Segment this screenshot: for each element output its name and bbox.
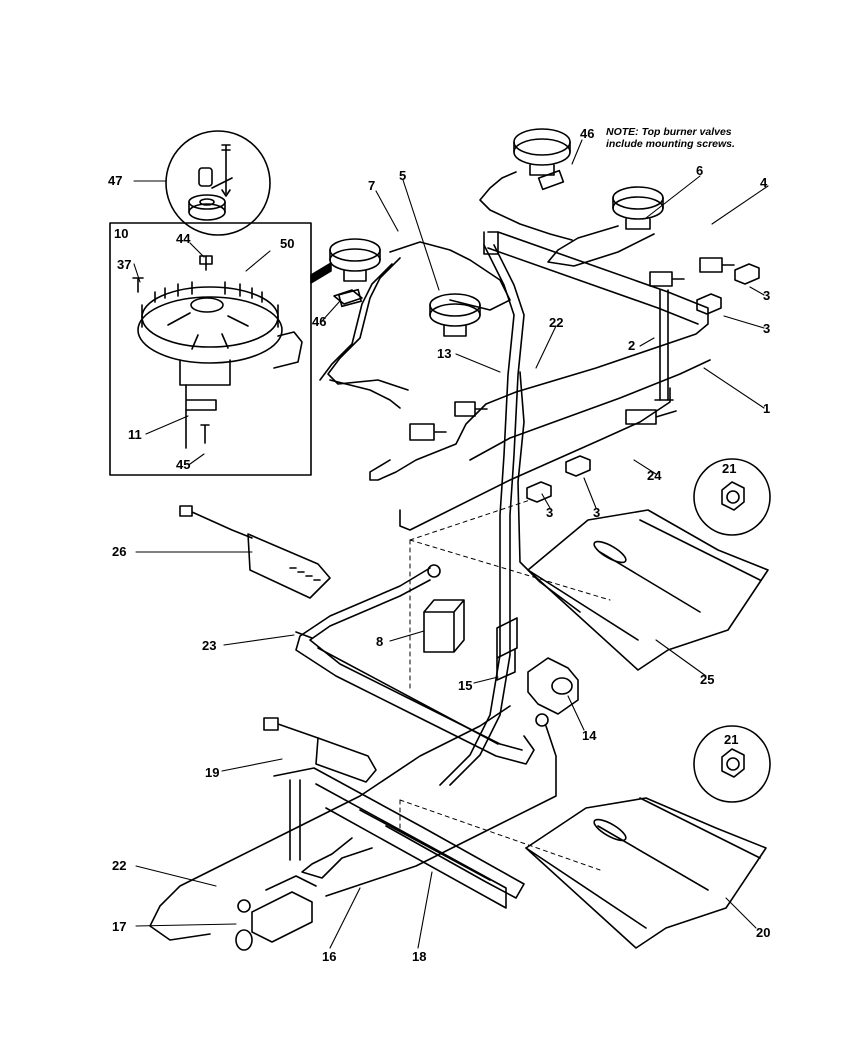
callout-18: 18 [412,949,427,964]
igniter-26 [180,506,330,598]
callout-2: 2 [628,338,636,353]
leader-lines [134,140,768,948]
callout-14: 14 [582,728,597,743]
heat-shield-25 [528,510,768,670]
callout-25: 25 [700,672,715,687]
callout-22-bottom: 22 [112,858,127,873]
callout-10: 10 [114,226,129,241]
top-burner-right [548,187,663,266]
callout-46-top: 46 [580,126,595,141]
callout-3-right-lower: 3 [763,321,771,336]
callout-1: 1 [763,401,771,416]
callout-7: 7 [368,178,376,193]
callout-15: 15 [458,678,473,693]
broil-burner [274,768,524,908]
component-8 [424,600,464,652]
callout-24: 24 [647,468,662,483]
top-burner-center [430,294,480,336]
detail-box-10 [110,223,331,475]
top-burner-upper [480,129,572,240]
callout-50: 50 [280,236,295,251]
valve-17 [236,780,316,950]
callout-11: 11 [128,427,142,442]
callout-6: 6 [696,163,704,178]
callout-13: 13 [437,346,452,361]
igniter-19 [264,718,376,782]
callout-23: 23 [202,638,217,653]
top-burner-left [330,239,380,306]
bracket-15 [497,618,517,680]
detail-circle-21-upper [694,459,770,535]
callout-3-center-left: 3 [546,505,554,520]
callout-3-right-upper: 3 [763,288,771,303]
callout-21-upper: 21 [722,461,737,476]
manifold-pipe [370,232,710,530]
callout-17: 17 [112,919,127,934]
detail-circle-47 [166,131,270,235]
callout-3-center-right: 3 [593,505,601,520]
reference-lines [400,500,610,870]
callout-19: 19 [205,765,220,780]
callout-16: 16 [322,949,337,964]
callout-22-top: 22 [549,315,564,330]
gas-tubing-bottom [150,706,556,940]
callout-5: 5 [399,168,407,183]
bracket-2 [655,290,673,400]
callout-47: 47 [108,173,123,188]
callout-45: 45 [176,457,191,472]
burner-valves [410,258,759,502]
detail-circle-21-lower [694,726,770,802]
note-line-2: include mounting screws. [606,138,735,150]
callout-20: 20 [756,925,771,940]
oven-burner-tube [296,565,534,764]
callout-26: 26 [112,544,127,559]
valve-14 [528,658,578,726]
note-line-1: NOTE: Top burner valves [606,126,732,138]
heat-shield-20 [526,798,766,948]
bracket-46-left [334,290,362,304]
gas-tubing-top [320,242,580,785]
callout-44: 44 [176,231,191,246]
note-text: NOTE: Top burner valves include mounting… [606,126,786,150]
callout-4: 4 [760,175,768,190]
callout-8: 8 [376,634,384,649]
callout-21-lower: 21 [724,732,739,747]
callout-37: 37 [117,257,132,272]
callout-46-left: 46 [312,314,327,329]
